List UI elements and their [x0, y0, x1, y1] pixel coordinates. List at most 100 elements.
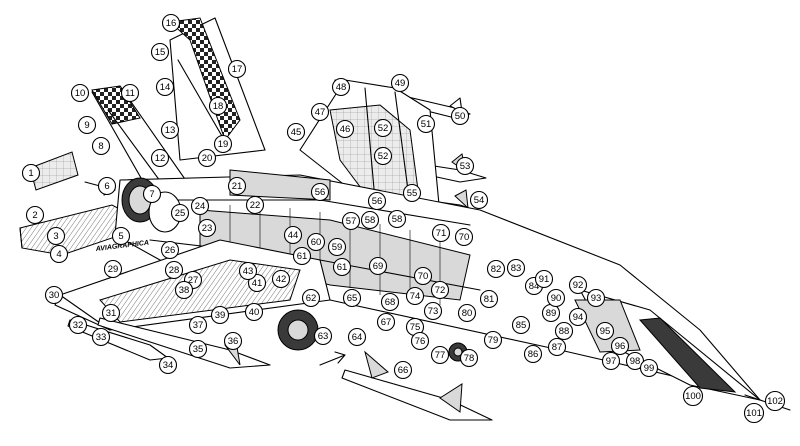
callout-87: 87 — [547, 337, 567, 357]
callout-number: 32 — [73, 320, 84, 331]
callout-71: 71 — [431, 223, 451, 243]
callout-61: 61 — [292, 246, 312, 266]
callout-99: 99 — [639, 358, 659, 378]
callout-number: 66 — [398, 365, 409, 376]
callout-33: 33 — [91, 327, 111, 347]
callout-5: 5 — [111, 226, 131, 246]
callout-number: 47 — [315, 107, 326, 118]
callout-number: 71 — [436, 228, 447, 239]
callout-20: 20 — [197, 148, 217, 168]
callout-36: 36 — [223, 331, 243, 351]
callout-1: 1 — [21, 163, 41, 183]
callout-61: 61 — [332, 257, 352, 277]
callout-64: 64 — [347, 327, 367, 347]
callout-number: 9 — [84, 120, 89, 131]
callout-number: 69 — [373, 261, 384, 272]
callout-number: 53 — [460, 161, 471, 172]
callout-number: 61 — [297, 251, 308, 262]
callout-62: 62 — [301, 288, 321, 308]
callout-number: 23 — [202, 223, 213, 234]
callout-number: 36 — [228, 336, 239, 347]
callout-number: 22 — [250, 200, 261, 211]
callout-number: 2 — [32, 210, 37, 221]
callout-41: 41 — [247, 273, 267, 293]
callout-number: 48 — [336, 82, 347, 93]
callout-number: 59 — [332, 242, 343, 253]
callout-101: 101 — [743, 402, 765, 424]
callout-83: 83 — [506, 258, 526, 278]
callout-number: 101 — [746, 408, 762, 419]
callout-number: 86 — [528, 349, 539, 360]
callout-34: 34 — [158, 355, 178, 375]
callout-number: 63 — [318, 331, 329, 342]
callout-14: 14 — [155, 77, 175, 97]
callout-number: 4 — [56, 249, 61, 260]
callout-number: 97 — [606, 356, 617, 367]
callout-number: 74 — [410, 291, 421, 302]
callout-18: 18 — [208, 96, 228, 116]
callout-22: 22 — [245, 195, 265, 215]
callout-73: 73 — [423, 301, 443, 321]
callout-number: 84 — [529, 281, 540, 292]
callout-number: 56 — [372, 196, 383, 207]
missile-lower-left — [67, 317, 271, 369]
callout-number: 98 — [630, 356, 641, 367]
callout-49: 49 — [390, 73, 410, 93]
callout-number: 35 — [193, 344, 204, 355]
callout-number: 33 — [96, 332, 107, 343]
main-landing-gear — [277, 309, 319, 351]
callout-number: 38 — [179, 285, 190, 296]
callout-90: 90 — [546, 288, 566, 308]
callout-72: 72 — [430, 280, 450, 300]
callout-54: 54 — [469, 190, 489, 210]
callout-58: 58 — [360, 210, 380, 230]
callout-11: 11 — [120, 83, 140, 103]
callout-26: 26 — [160, 240, 180, 260]
callout-97: 97 — [601, 351, 621, 371]
callout-74: 74 — [405, 286, 425, 306]
callout-56: 56 — [310, 182, 330, 202]
callout-102: 102 — [764, 390, 786, 412]
callout-66: 66 — [393, 360, 413, 380]
callout-number: 60 — [311, 237, 322, 248]
callout-43: 43 — [238, 261, 258, 281]
callout-86: 86 — [523, 344, 543, 364]
callout-number: 39 — [215, 310, 226, 321]
callout-number: 19 — [218, 139, 229, 150]
callout-79: 79 — [483, 330, 503, 350]
callout-number: 46 — [340, 124, 351, 135]
callout-24: 24 — [190, 196, 210, 216]
callout-number: 89 — [546, 308, 557, 319]
callout-46: 46 — [335, 119, 355, 139]
callout-52: 52 — [373, 146, 393, 166]
callout-39: 39 — [210, 305, 230, 325]
callout-number: 56 — [315, 187, 326, 198]
callout-51: 51 — [416, 114, 436, 134]
callout-3: 3 — [46, 226, 66, 246]
callout-number: 18 — [213, 101, 224, 112]
callout-number: 72 — [435, 285, 446, 296]
callout-number: 1 — [28, 168, 33, 179]
callout-93: 93 — [586, 288, 606, 308]
callout-53: 53 — [455, 156, 475, 176]
callout-57: 57 — [341, 211, 361, 231]
callout-number: 81 — [484, 294, 495, 305]
callout-number: 6 — [104, 181, 109, 192]
callout-19: 19 — [213, 134, 233, 154]
callout-12: 12 — [150, 148, 170, 168]
callout-number: 49 — [395, 78, 406, 89]
callout-47: 47 — [310, 102, 330, 122]
callout-number: 20 — [202, 153, 213, 164]
callout-77: 77 — [430, 345, 450, 365]
callout-number: 40 — [249, 307, 260, 318]
callout-number: 64 — [352, 332, 363, 343]
callout-52: 52 — [373, 118, 393, 138]
callout-56: 56 — [367, 191, 387, 211]
callout-60: 60 — [306, 232, 326, 252]
callout-68: 68 — [380, 292, 400, 312]
callout-69: 69 — [368, 256, 388, 276]
callout-10: 10 — [70, 83, 90, 103]
callout-number: 52 — [378, 123, 389, 134]
